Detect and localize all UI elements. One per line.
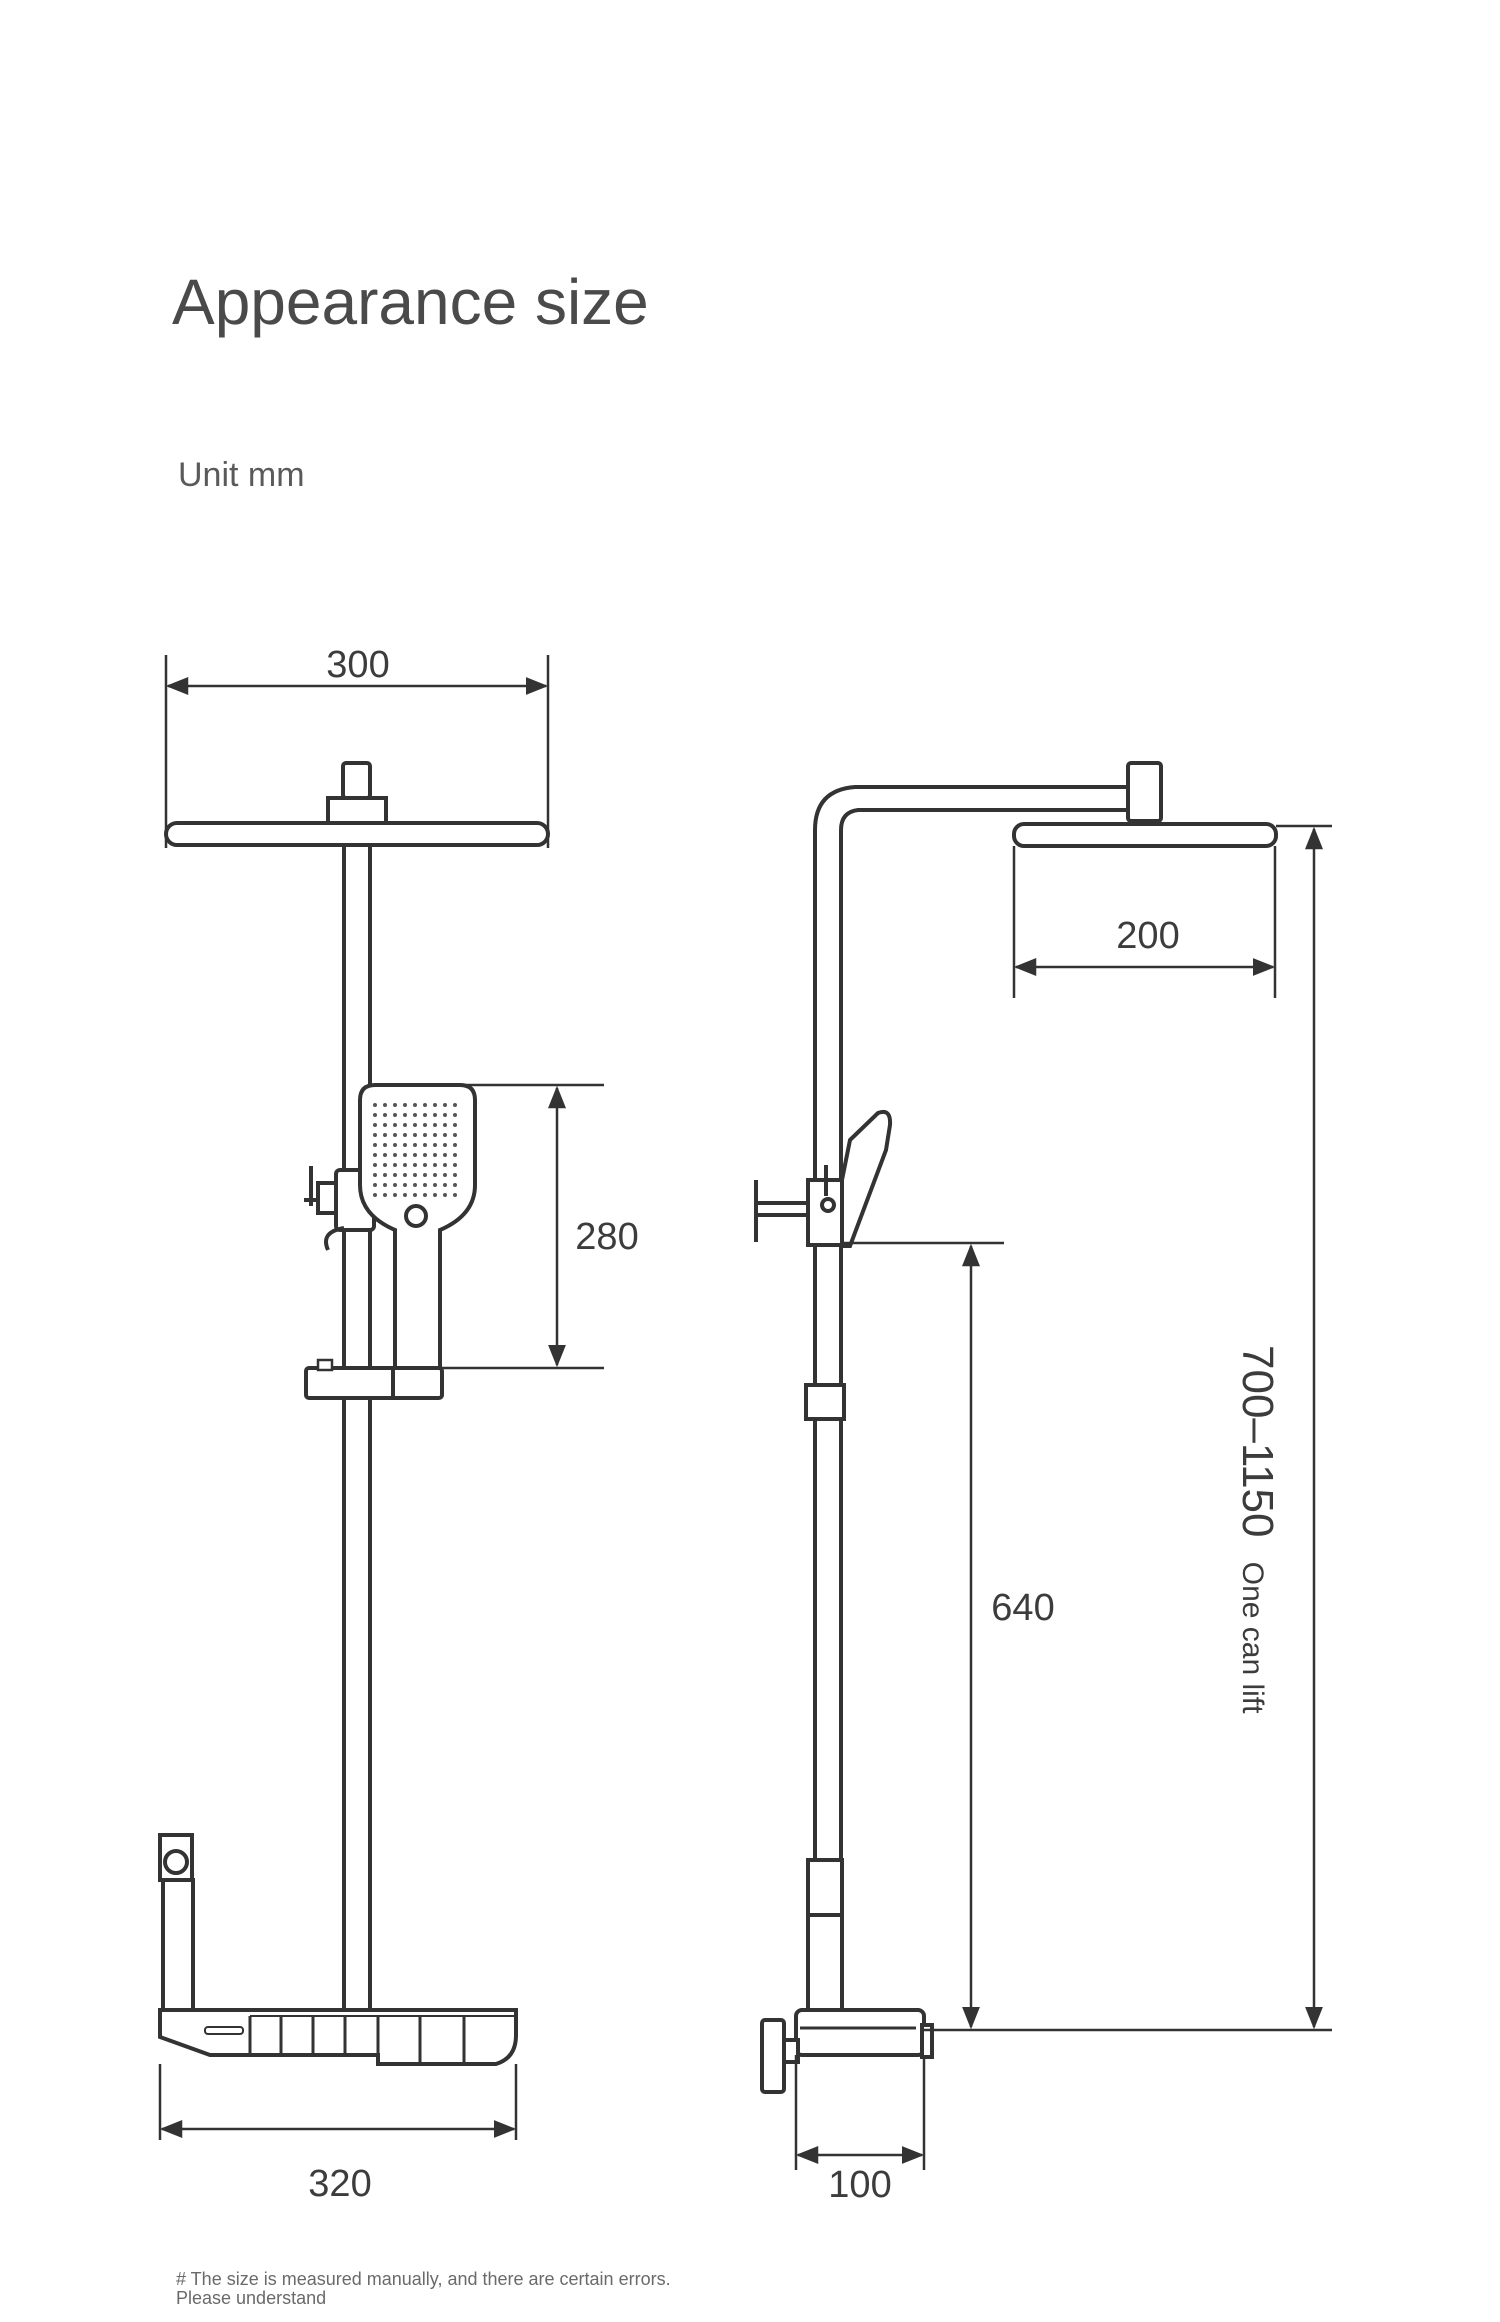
side-holder <box>804 1383 846 1421</box>
total-height-note: One can lift <box>1236 1562 1269 1714</box>
dim-320 <box>158 2064 518 2140</box>
unit-label: Unit mm <box>178 456 305 494</box>
dim-label-100: 100 <box>828 2164 891 2206</box>
footer-note-line1: # The size is measured manually, and the… <box>176 2269 671 2289</box>
side-riser-arm <box>813 785 1128 2010</box>
dim-label-640: 640 <box>991 1587 1054 1629</box>
front-head-stub <box>341 761 372 800</box>
side-view <box>754 761 1332 2170</box>
side-shower-head <box>1012 822 1278 848</box>
footer-note: # The size is measured manually, and the… <box>176 2270 671 2308</box>
dim-label-300: 300 <box>326 644 389 686</box>
side-hand-shower <box>840 1109 893 1248</box>
total-height-value: 700–1150 <box>1233 1345 1282 1538</box>
side-lower-bar <box>806 1858 844 2012</box>
dim-100 <box>794 2055 926 2170</box>
dim-label-700-1150: 700–1150 One can lift <box>1233 1345 1282 1714</box>
dim-label-200: 200 <box>1116 915 1179 957</box>
page-title: Appearance size <box>172 266 649 338</box>
front-head-connector <box>326 796 388 825</box>
dim-200 <box>1012 846 1277 998</box>
front-view <box>158 655 604 2140</box>
dim-640 <box>842 1241 1004 2030</box>
dim-700-1150 <box>924 824 1332 2032</box>
front-side-valve-stem <box>161 1878 195 2012</box>
dim-300 <box>164 655 550 848</box>
dim-280 <box>440 1083 604 1370</box>
front-holder <box>304 1366 444 1400</box>
front-riser-pipe <box>342 843 372 2012</box>
dim-label-280: 280 <box>575 1216 638 1258</box>
dim-label-320: 320 <box>308 2163 371 2205</box>
front-shower-head <box>164 821 550 847</box>
side-shelf <box>794 2008 926 2057</box>
footer-note-line2: Please understand <box>176 2288 327 2308</box>
